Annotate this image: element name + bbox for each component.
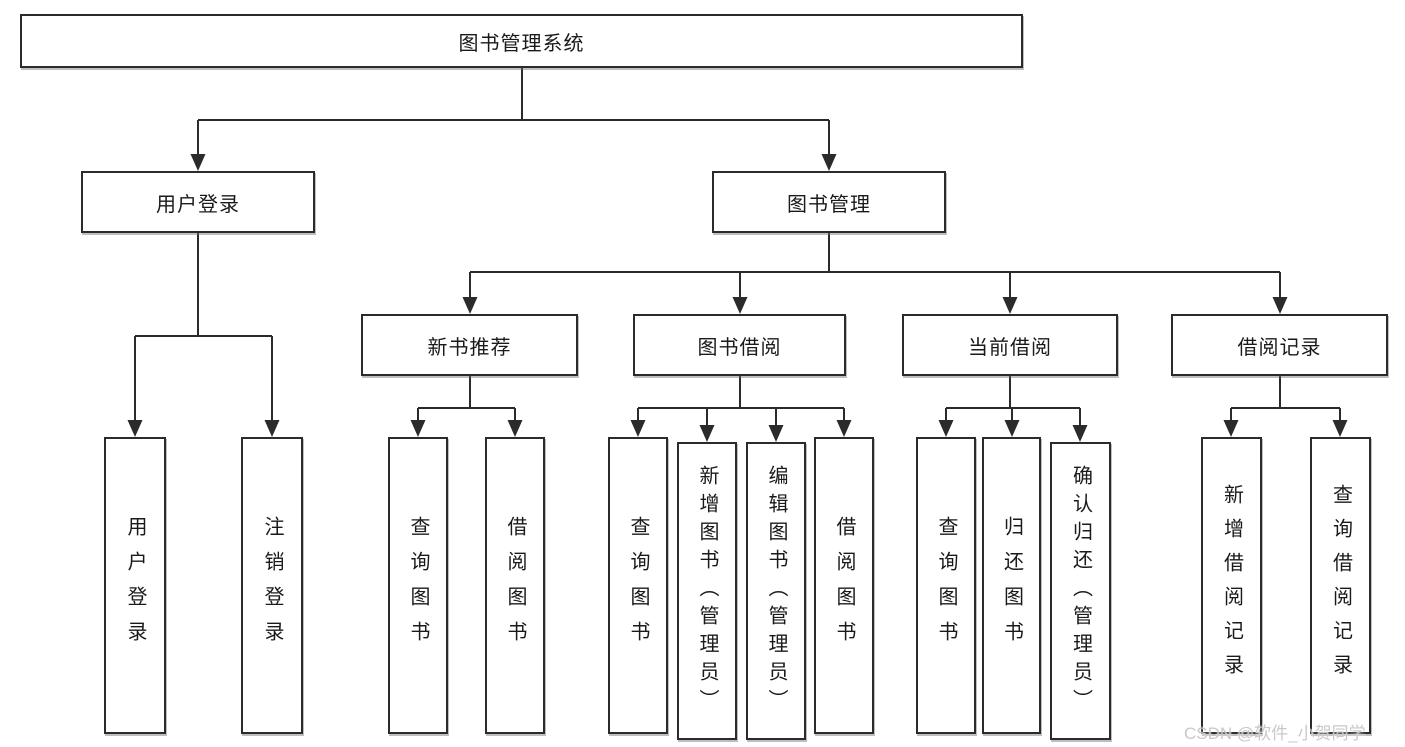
leaf-node-label: 用户登录 [124, 515, 146, 656]
leaf-node-label: 归还图书 [1000, 515, 1023, 656]
branch-node-current-borrow: 当前借阅 [902, 314, 1118, 376]
leaf-node-label: 查询图书 [627, 515, 649, 656]
leaf-node-label: 编辑图书（管理员） [765, 465, 787, 717]
leaf-node-label: 借阅图书 [833, 515, 855, 656]
branch-node-user-login: 用户登录 [81, 171, 315, 233]
branch-node-label: 图书管理 [787, 193, 871, 216]
leaf-node-label: 确认归还（管理员） [1069, 465, 1092, 717]
leaf-node-add-books-admin: 新增图书（管理员） [677, 442, 737, 740]
leaf-node-add-borrow-record: 新增借阅记录 [1201, 437, 1262, 734]
branch-node-book-management: 图书管理 [712, 171, 946, 233]
leaf-node-label: 查询图书 [935, 515, 957, 656]
leaf-node-label: 注销登录 [261, 515, 283, 656]
branch-node-new-book-recommend: 新书推荐 [361, 314, 578, 376]
branch-node-label: 新书推荐 [427, 336, 512, 359]
leaf-node-query-books-recommend: 查询图书 [388, 437, 448, 734]
leaf-node-edit-books-admin: 编辑图书（管理员） [746, 442, 806, 740]
leaf-node-label: 新增借阅记录 [1220, 483, 1243, 688]
leaf-node-query-books-current: 查询图书 [916, 437, 976, 734]
leaf-node-label: 查询借阅记录 [1329, 483, 1352, 688]
leaf-node-borrow-books: 借阅图书 [814, 437, 874, 734]
root-node-library-management-system: 图书管理系统 [20, 14, 1023, 68]
leaf-node-label: 查询图书 [407, 515, 429, 656]
leaf-node-logout: 注销登录 [241, 437, 303, 734]
branch-node-borrow-records: 借阅记录 [1171, 314, 1388, 376]
leaf-node-label: 新增图书（管理员） [696, 465, 718, 717]
branch-node-label: 用户登录 [156, 193, 240, 216]
branch-node-book-borrow: 图书借阅 [633, 314, 846, 376]
leaf-node-borrow-books-recommend: 借阅图书 [485, 437, 545, 734]
branch-node-label: 图书借阅 [697, 336, 782, 359]
leaf-node-return-books: 归还图书 [982, 437, 1041, 734]
root-node-label: 图书管理系统 [458, 32, 585, 55]
branch-node-label: 当前借阅 [968, 336, 1052, 359]
leaf-node-query-borrow-record: 查询借阅记录 [1310, 437, 1371, 734]
leaf-node-label: 借阅图书 [504, 515, 526, 656]
branch-node-label: 借阅记录 [1237, 336, 1322, 359]
leaf-node-query-books-borrow: 查询图书 [608, 437, 668, 734]
csdn-watermark: CSDN @软件_小贺同学 [1184, 724, 1366, 743]
leaf-node-confirm-return-admin: 确认归还（管理员） [1050, 442, 1111, 740]
leaf-node-user-login: 用户登录 [104, 437, 166, 734]
